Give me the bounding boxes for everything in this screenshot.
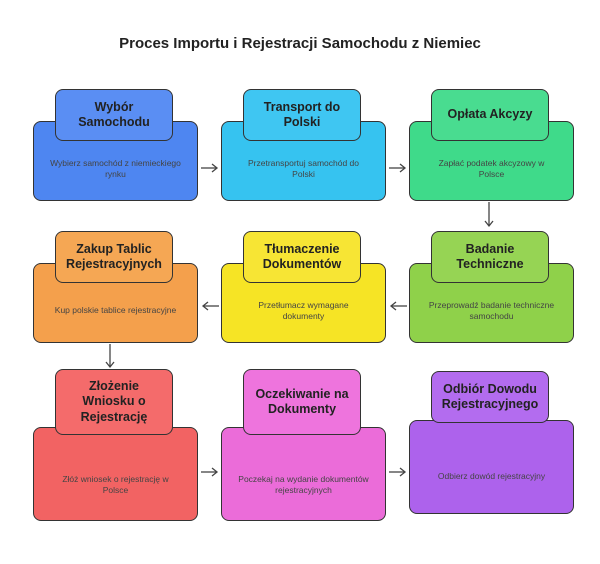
step-card: Złóż wniosek o rejestrację w Polsce — [33, 427, 198, 521]
step-card: Poczekaj na wydanie dokumentów rejestrac… — [221, 427, 386, 521]
step-description: Złóż wniosek o rejestrację w Polsce — [62, 473, 169, 495]
step-title: Zakup Tablic Rejestracyjnych — [66, 241, 162, 271]
step-header: Transport do Polski — [243, 89, 361, 141]
step-description: Odbierz dowód rejestracyjny — [437, 471, 546, 482]
step-tlumaczenie-dokumentow: Przetłumacz wymagane dokumenty Tłumaczen… — [221, 231, 390, 379]
diagram-title: Proces Importu i Rejestracji Samochodu z… — [119, 35, 481, 52]
step-description: Przeprowadź badanie techniczne samochodu — [428, 299, 555, 321]
step-badanie-techniczne: Przeprowadź badanie techniczne samochodu… — [409, 231, 578, 379]
step-title: Wybór Samochodu — [78, 99, 150, 129]
step-description: Wybierz samochód z niemieckiego rynku — [50, 157, 181, 179]
step-header: Zakup Tablic Rejestracyjnych — [55, 231, 173, 283]
step-header: Opłata Akcyzy — [431, 89, 549, 141]
step-title: Tłumaczenie Dokumentów — [262, 241, 342, 271]
step-title: Oczekiwanie na Dokumenty — [255, 386, 349, 416]
step-title: Odbiór Dowodu Rejestracyjnego — [441, 381, 539, 411]
step-zakup-tablic: Kup polskie tablice rejestracyjne Zakup … — [33, 231, 202, 379]
step-description: Zapłać podatek akcyzowy w Polsce — [438, 157, 545, 179]
step-oczekiwanie-na-dokumenty: Poczekaj na wydanie dokumentów rejestrac… — [221, 369, 390, 525]
step-card: Odbierz dowód rejestracyjny — [409, 420, 574, 514]
step-header: Odbiór Dowodu Rejestracyjnego — [431, 371, 549, 423]
step-header: Wybór Samochodu — [55, 89, 173, 141]
step-title: Złożenie Wniosku o Rejestrację — [80, 379, 148, 424]
step-header: Oczekiwanie na Dokumenty — [243, 369, 361, 435]
step-title: Opłata Akcyzy — [447, 107, 533, 122]
step-title: Badanie Techniczne — [456, 241, 524, 271]
step-header: Badanie Techniczne — [431, 231, 549, 283]
step-title: Transport do Polski — [263, 99, 341, 129]
step-header: Tłumaczenie Dokumentów — [243, 231, 361, 283]
step-wybor-samochodu: Wybierz samochód z niemieckiego rynku Wy… — [33, 89, 202, 237]
step-oplata-akcyzy: Zapłać podatek akcyzowy w Polsce Opłata … — [409, 89, 578, 237]
step-description: Przetransportuj samochód do Polski — [247, 157, 360, 179]
step-header: Złożenie Wniosku o Rejestrację — [55, 369, 173, 435]
step-description: Kup polskie tablice rejestracyjne — [54, 305, 177, 316]
step-odbior-dowodu: Odbierz dowód rejestracyjny Odbiór Dowod… — [409, 371, 578, 519]
step-description: Przetłumacz wymagane dokumenty — [258, 299, 349, 321]
step-zlozenie-wniosku: Złóż wniosek o rejestrację w Polsce Złoż… — [33, 369, 202, 525]
step-transport-do-polski: Przetransportuj samochód do Polski Trans… — [221, 89, 390, 237]
step-description: Poczekaj na wydanie dokumentów rejestrac… — [238, 473, 369, 495]
